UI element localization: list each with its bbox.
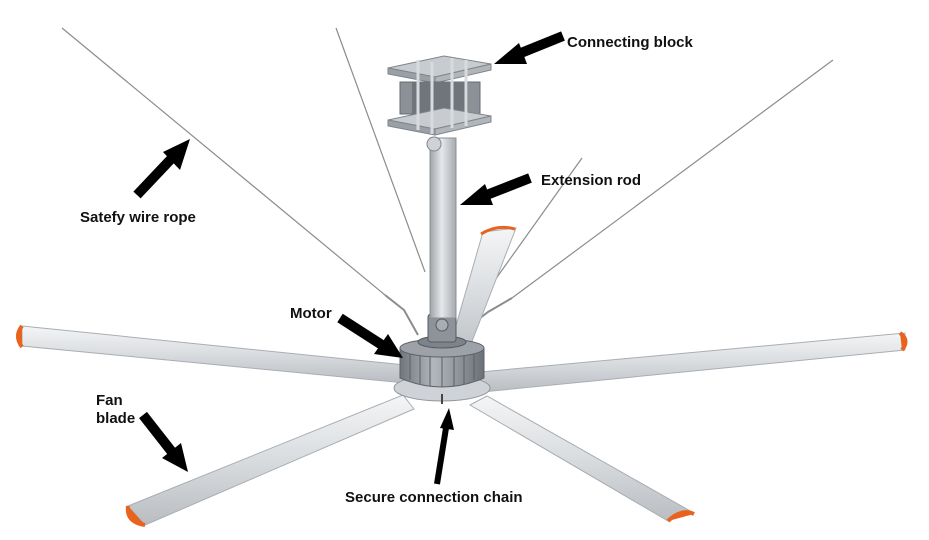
- arrow-extension-rod: [460, 173, 532, 205]
- wire-rope-right: [511, 59, 834, 299]
- arrow-safety-wire-rope: [133, 139, 190, 199]
- label-connecting-block: Connecting block: [567, 34, 693, 51]
- arrow-fan-blade: [139, 411, 188, 472]
- safety-wire-ropes: [61, 27, 834, 336]
- fan-blades: [16, 324, 908, 527]
- motor: [399, 313, 485, 388]
- pointer-arrows: [133, 31, 565, 485]
- label-safety-wire-rope: Satefy wire rope: [80, 209, 196, 226]
- fan-blade-left-lower: [125, 394, 415, 527]
- label-motor: Motor: [290, 305, 332, 322]
- connecting-block: [387, 55, 492, 136]
- arrow-motor: [337, 313, 403, 358]
- wire-rope-turnbuckle-left: [384, 294, 419, 336]
- extension-rod: [429, 137, 457, 319]
- arrow-secure-connection-chain: [434, 408, 454, 485]
- fan-blade-right-lower: [468, 395, 695, 523]
- fan-blade-right: [479, 331, 908, 393]
- arrow-connecting-block: [494, 31, 565, 64]
- label-secure-connection-chain: Secure connection chain: [345, 489, 523, 506]
- label-extension-rod: Extension rod: [541, 172, 642, 189]
- rod-pin: [426, 136, 442, 152]
- wire-rope-left: [61, 27, 386, 296]
- fan-blade-left-upper: [16, 324, 406, 384]
- label-fan-blade: Fan blade: [96, 392, 136, 427]
- wire-rope-center-left: [335, 27, 426, 273]
